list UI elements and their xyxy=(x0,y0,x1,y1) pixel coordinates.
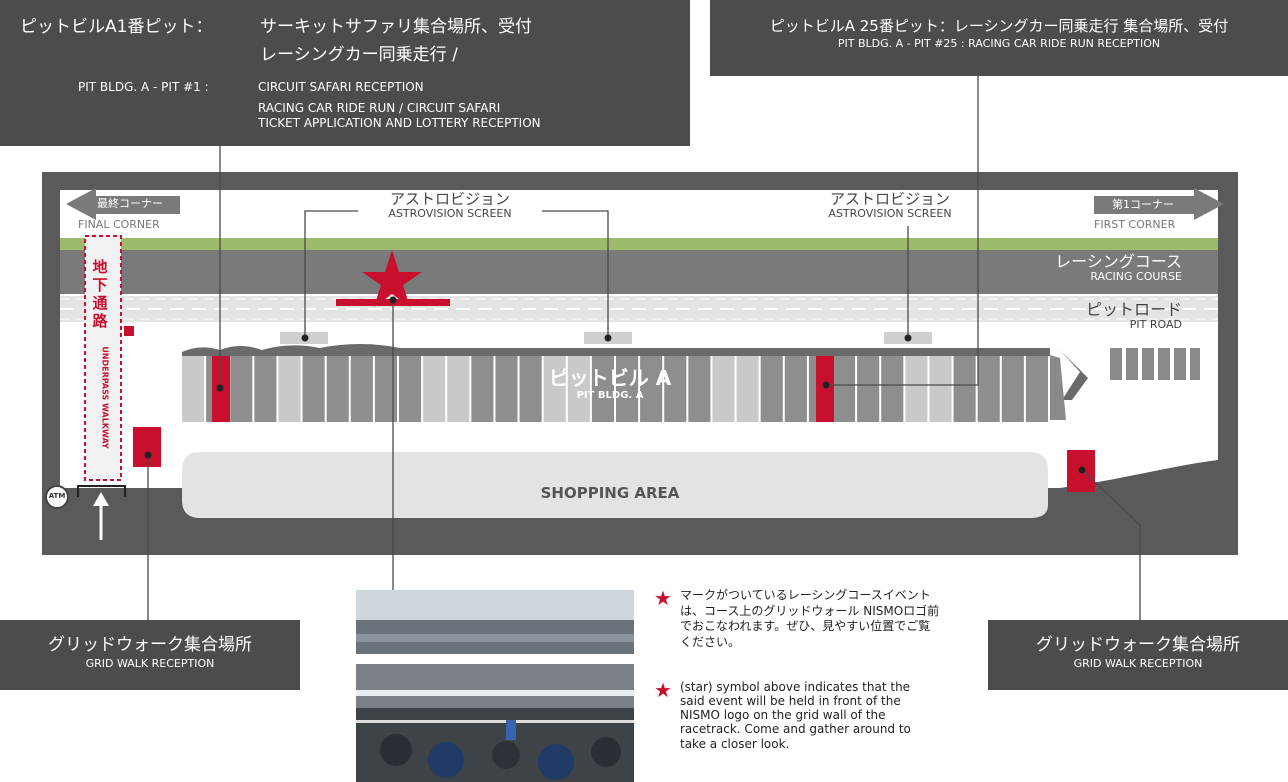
final-corner-label-en: FINAL CORNER xyxy=(78,218,160,231)
grid-walk-right-jp: グリッドウォーク集合場所 xyxy=(1036,635,1240,655)
pit-box xyxy=(495,356,518,422)
pit-box xyxy=(977,356,1000,422)
racing-course-jp: レーシングコース xyxy=(1055,252,1182,271)
astrovision-left-jp: アストロビジョン xyxy=(389,190,510,208)
grid-walk-left-en: GRID WALK RECEPTION xyxy=(85,656,215,670)
entrance-bracket xyxy=(77,485,126,497)
shopping-area-label: SHOPPING AREA xyxy=(540,484,680,502)
pit-box xyxy=(543,356,566,422)
atm-label: ATM xyxy=(48,492,66,500)
grid-walk-left-callout: グリッドウォーク集合場所 GRID WALK RECEPTION xyxy=(0,620,300,690)
grid-walk-right-callout: グリッドウォーク集合場所 GRID WALK RECEPTION xyxy=(988,620,1288,690)
pit-box xyxy=(784,356,807,422)
marker-grid-walk-left xyxy=(133,427,161,467)
pit1-en-line1: CIRCUIT SAFARI RECEPTION xyxy=(258,80,424,94)
racing-course-track xyxy=(60,250,1218,294)
pit-road-jp: ピットロード xyxy=(1085,300,1182,319)
pit-box xyxy=(567,356,590,422)
star-icon: ★ xyxy=(654,678,672,702)
pit-box xyxy=(881,356,904,422)
pit-box xyxy=(399,356,422,422)
pit-box xyxy=(423,356,446,422)
underpass-jp: 地 下 通 路 xyxy=(92,258,108,330)
underpass-walkway xyxy=(84,235,122,481)
pit-box xyxy=(688,356,711,422)
pit-box xyxy=(1025,356,1048,422)
note-en: ★ (star) symbol above indicates that the… xyxy=(654,680,944,751)
pit-box xyxy=(519,356,542,422)
pit-box xyxy=(302,356,325,422)
pit-road-stands xyxy=(1110,348,1200,380)
pit-building-en: PIT BLDG. A xyxy=(576,390,644,401)
pit25-en: PIT BLDG. A - PIT #25 : RACING CAR RIDE … xyxy=(837,36,1161,50)
pit-box xyxy=(591,356,614,422)
astrovision-left-en: ASTROVISION SCREEN xyxy=(388,206,512,220)
racing-course-en: RACING COURSE xyxy=(1090,269,1182,283)
pit1-jp-line1: サーキットサファリ集合場所、受付 xyxy=(260,17,532,37)
pit-road-en: PIT ROAD xyxy=(1129,317,1182,331)
atm-icon xyxy=(45,485,69,509)
first-corner-label-jp: 第1コーナー xyxy=(1112,198,1174,211)
pit-box xyxy=(1001,356,1024,422)
pit-box xyxy=(664,356,687,422)
first-corner-arrow xyxy=(1094,188,1224,220)
underpass-en: UNDERPASS WALKWAY xyxy=(100,346,110,449)
pit-box xyxy=(374,356,397,422)
grid-walk-left-jp: グリッドウォーク集合場所 xyxy=(48,635,252,655)
pit-box xyxy=(230,356,253,422)
course-green-strip xyxy=(60,238,1218,250)
pit-box xyxy=(760,356,783,422)
marker-pit-25 xyxy=(816,356,834,422)
pit-box xyxy=(736,356,759,422)
star-icon: ★ xyxy=(654,586,672,610)
pit-box xyxy=(953,356,976,422)
note-jp: ★ マークがついているレーシングコースイベントは、コース上のグリッドウォール N… xyxy=(654,588,944,650)
pit-box xyxy=(640,356,663,422)
astrovision-right-jp: アストロビジョン xyxy=(829,190,950,208)
pit25-callout: ピットビルA 25番ピット：レーシングカー同乗走行 集合場所、受付 PIT BL… xyxy=(710,0,1288,76)
pit-box xyxy=(616,356,639,422)
pit1-en-line2: RACING CAR RIDE RUN / CIRCUIT SAFARI xyxy=(258,101,501,115)
pit1-callout: ピットビルA1番ピット： サーキットサファリ集合場所、受付 レーシングカー同乗走… xyxy=(0,0,690,146)
marker-small xyxy=(124,326,134,336)
pit1-jp-line2: レーシングカー同乗走行 / xyxy=(260,45,458,65)
pit-box xyxy=(350,356,373,422)
shopping-area xyxy=(182,452,1048,518)
pit-box xyxy=(712,356,735,422)
pit-box xyxy=(857,356,880,422)
pit-box xyxy=(447,356,470,422)
pit-box xyxy=(905,356,928,422)
pit-box xyxy=(326,356,349,422)
pit-building xyxy=(182,356,1048,422)
pit25-jp: ピットビルA 25番ピット：レーシングカー同乗走行 集合場所、受付 xyxy=(769,17,1229,35)
pit-box xyxy=(182,356,205,422)
astrovision-right-en: ASTROVISION SCREEN xyxy=(828,206,952,220)
pit-box xyxy=(833,356,856,422)
pit-box xyxy=(929,356,952,422)
pit1-jp-prefix: ピットビルA1番ピット： xyxy=(20,17,213,37)
pit-box xyxy=(278,356,301,422)
final-corner-arrow xyxy=(66,188,180,220)
pit-box xyxy=(254,356,277,422)
entrance-arrow-icon xyxy=(93,492,109,506)
pit-building-jp: ピットビル A xyxy=(548,366,672,390)
grid-wall-photo xyxy=(356,590,634,782)
first-corner-label-en: FIRST CORNER xyxy=(1094,218,1176,231)
grid-walk-right-en: GRID WALK RECEPTION xyxy=(1073,656,1203,670)
pit-box xyxy=(471,356,494,422)
pit1-en-prefix: PIT BLDG. A - PIT #1 : xyxy=(78,80,209,94)
pit1-en-line3: TICKET APPLICATION AND LOTTERY RECEPTION xyxy=(258,116,541,130)
final-corner-label-jp: 最終コーナー xyxy=(97,197,163,210)
note-jp-text: マークがついているレーシングコースイベントは、コース上のグリッドウォール NIS… xyxy=(680,588,940,649)
star-icon xyxy=(362,250,422,307)
note-en-text: (star) symbol above indicates that the s… xyxy=(680,680,911,751)
